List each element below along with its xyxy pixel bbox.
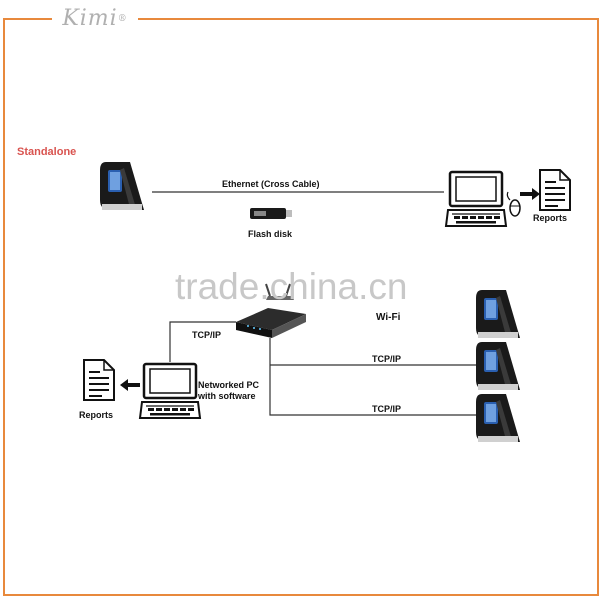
tcpip-pc-label: TCP/IP	[192, 330, 222, 340]
diagram-frame	[3, 18, 599, 596]
arrow-left-icon	[120, 379, 140, 391]
tcpip-label-1: TCP/IP	[372, 354, 402, 364]
network-reports-icon	[83, 359, 115, 401]
networked-pc-label-line1: Networked PC	[198, 380, 260, 390]
flash-disk-icon	[250, 208, 292, 219]
network-reports-label: Reports	[79, 410, 114, 420]
standalone-terminal-icon	[100, 162, 144, 210]
watermark: trade.china.cn	[175, 266, 408, 307]
tcpip-pc-line	[169, 321, 236, 362]
mouse-icon	[506, 191, 521, 217]
ethernet-label: Ethernet (Cross Cable)	[222, 179, 320, 189]
tcpip-trunk-line	[269, 338, 476, 416]
networked-pc-icon	[138, 362, 202, 420]
brand-logo: Kimi®	[52, 6, 138, 32]
standalone-reports-icon	[539, 169, 571, 211]
router-icon	[236, 283, 306, 338]
arrow-right-icon	[520, 188, 540, 200]
tcpip-label-2: TCP/IP	[372, 404, 402, 414]
standalone-pc-icon	[444, 170, 508, 228]
wifi-label: Wi-Fi	[376, 312, 401, 323]
terminal-3-icon	[476, 394, 520, 442]
terminal-2-icon	[476, 342, 520, 390]
networked-pc-label-line2: with software	[198, 391, 256, 401]
wifi-terminal-icon	[476, 290, 520, 338]
standalone-title: Standalone	[17, 146, 77, 158]
flash-disk-label: Flash disk	[248, 229, 293, 239]
standalone-reports-label: Reports	[533, 213, 568, 223]
